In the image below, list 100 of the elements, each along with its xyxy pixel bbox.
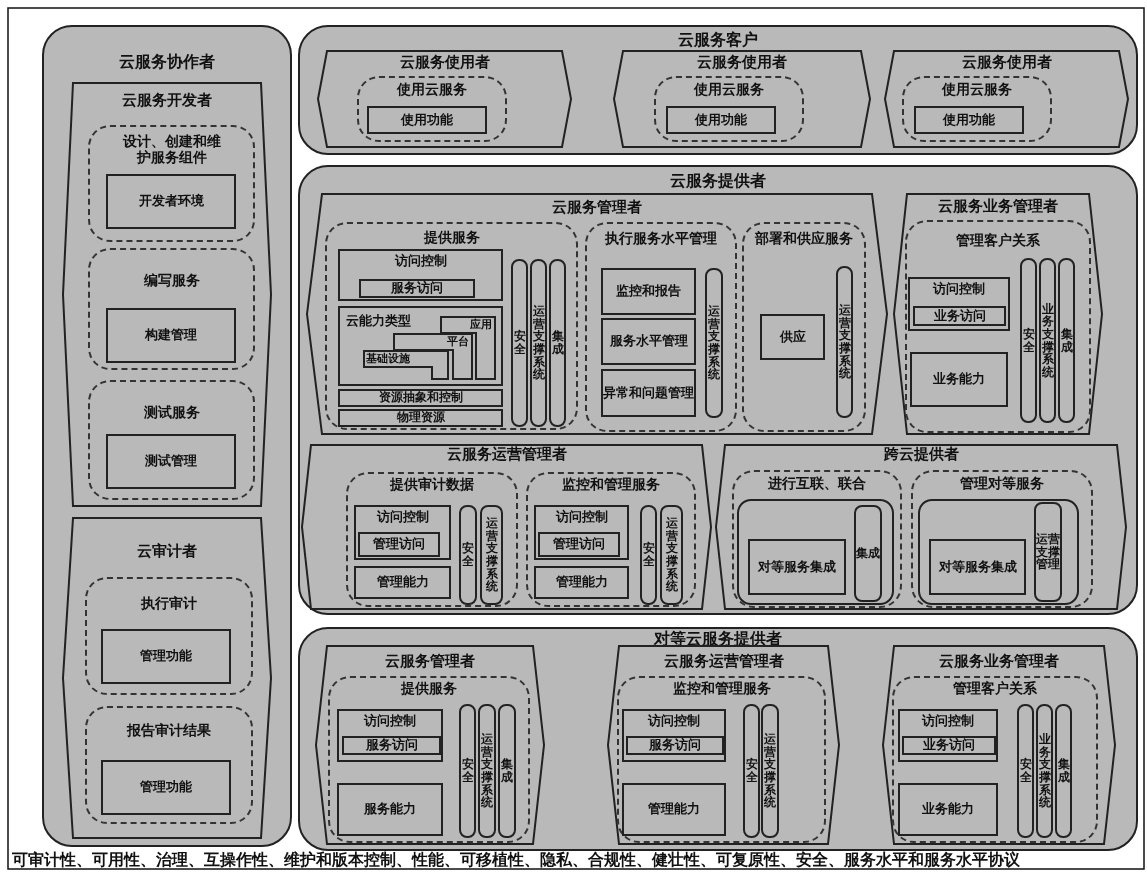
activity-area bbox=[346, 472, 518, 607]
activity-title: 管理对等服务 bbox=[959, 475, 1045, 492]
vertical-box: 集成 bbox=[549, 259, 566, 427]
component-box: 管理功能 bbox=[101, 760, 231, 815]
vertical-box: 运营支撑系统 bbox=[530, 259, 547, 427]
activity-title: 进行互联、联合 bbox=[767, 475, 867, 492]
vertical-box: 集成 bbox=[1055, 704, 1072, 838]
activity-title: 报告审计结果 bbox=[125, 722, 212, 739]
role-title: 云服务业务管理者 bbox=[938, 653, 1060, 671]
activity-area bbox=[905, 220, 1091, 433]
group-panel bbox=[298, 627, 1138, 851]
activity-title: 监控和管理服务 bbox=[561, 476, 661, 493]
component-box: 对等服务集成 bbox=[929, 539, 1026, 595]
component-box bbox=[908, 277, 1010, 331]
component-box bbox=[338, 249, 503, 301]
box-title: 访问控制 bbox=[393, 254, 448, 269]
vertical-box: 业务支撑系统 bbox=[1036, 704, 1053, 838]
vertical-box: 安全 bbox=[459, 704, 476, 838]
group-title: 云服务提供者 bbox=[669, 172, 767, 191]
activity-title: 执行审计 bbox=[140, 595, 198, 612]
component-box: 开发者环境 bbox=[106, 174, 236, 229]
activity-area bbox=[654, 76, 804, 142]
layer-title: 平台 bbox=[447, 334, 469, 349]
activity-area bbox=[892, 676, 1098, 843]
component-box: 管理功能 bbox=[101, 629, 231, 684]
box-title: 访问控制 bbox=[920, 714, 975, 729]
activity-title: 使用云服务 bbox=[941, 81, 1013, 98]
role-title: 云服务运营管理者 bbox=[445, 446, 568, 464]
component-box: 业务访问 bbox=[913, 306, 1006, 326]
role-title: 云服务管理者 bbox=[384, 653, 476, 671]
group-title: 云服务客户 bbox=[677, 31, 759, 50]
box-title: 访问控制 bbox=[931, 282, 986, 297]
component-box: 物理资源 bbox=[338, 409, 503, 427]
box-title: 云能力类型 bbox=[346, 314, 411, 329]
activity-area bbox=[88, 125, 255, 242]
role-title: 云服务开发者 bbox=[121, 92, 213, 110]
activity-title: 监控和管理服务 bbox=[671, 680, 772, 697]
activity-title: 提供服务 bbox=[422, 229, 481, 246]
activity-title: 执行服务水平管理 bbox=[604, 230, 718, 247]
vertical-box: 集成 bbox=[498, 704, 516, 838]
component-box: 监控和报告 bbox=[601, 268, 696, 315]
component-box: 资源抽象和控制 bbox=[338, 389, 503, 407]
component-box: 管理能力 bbox=[534, 566, 629, 599]
vertical-box: 集成 bbox=[854, 505, 882, 602]
activity-title: 提供审计数据 bbox=[389, 476, 475, 493]
box-title: 访问控制 bbox=[554, 510, 609, 525]
vertical-box: 运营支撑系统 bbox=[660, 505, 683, 605]
component-box: 异常和问题管理 bbox=[601, 369, 696, 417]
vertical-box: 安全 bbox=[511, 259, 528, 427]
activity-title: 管理客户关系 bbox=[955, 232, 1041, 249]
vertical-box: 运营支撑管理 bbox=[1034, 502, 1062, 602]
activity-area bbox=[328, 676, 530, 843]
footnote-text: 可审计性、可用性、治理、互操作性、维护和版本控制、性能、可移植性、隐私、合规性、健壮性、可复原性、安全、服务水平和服务水平协议 bbox=[12, 851, 1020, 869]
activity-title: 编写服务 bbox=[142, 272, 201, 289]
component-box: 供应 bbox=[760, 314, 825, 360]
component-box bbox=[898, 709, 998, 762]
activity-title: 使用云服务 bbox=[693, 81, 765, 98]
activity-area bbox=[85, 577, 253, 695]
component-box bbox=[337, 709, 443, 762]
component-box: 管理访问 bbox=[358, 532, 440, 557]
component-box: 服务访问 bbox=[342, 736, 441, 755]
role-title: 跨云提供者 bbox=[882, 446, 960, 464]
group-panel bbox=[42, 25, 292, 847]
rounded-box bbox=[918, 499, 1079, 605]
activity-area bbox=[88, 248, 255, 370]
activity-area bbox=[911, 470, 1093, 608]
role-title: 云服务使用者 bbox=[696, 54, 788, 72]
role-title: 云审计者 bbox=[136, 543, 198, 561]
vertical-box: 运营支撑系统 bbox=[761, 704, 779, 838]
activity-title: 设计、创建和维护服务组件 bbox=[121, 133, 222, 166]
role-title: 云服务业务管理者 bbox=[937, 198, 1059, 216]
activity-title: 部署和供应服务 bbox=[754, 230, 854, 247]
layer-title: 基础设施 bbox=[366, 351, 410, 366]
role-title: 云服务管理者 bbox=[551, 199, 643, 217]
component-box: 管理能力 bbox=[622, 783, 726, 836]
component-box: 管理能力 bbox=[354, 566, 451, 599]
activity-area bbox=[902, 76, 1052, 142]
group-panel bbox=[298, 165, 1138, 615]
component-box bbox=[622, 709, 726, 762]
activity-area bbox=[85, 706, 253, 824]
component-box: 服务访问 bbox=[359, 279, 475, 298]
activity-area bbox=[325, 222, 578, 430]
vertical-box: 运营支撑系统 bbox=[480, 505, 503, 605]
vertical-box: 集成 bbox=[1058, 258, 1075, 423]
component-box: 服务访问 bbox=[626, 736, 724, 755]
vertical-box: 安全 bbox=[640, 505, 657, 605]
activity-title: 管理客户关系 bbox=[952, 680, 1038, 697]
box-title: 访问控制 bbox=[646, 714, 701, 729]
component-box: 对等服务集成 bbox=[748, 539, 846, 595]
role-title: 云服务运营管理者 bbox=[662, 653, 785, 671]
vertical-box: 安全 bbox=[1017, 704, 1034, 838]
vertical-box: 安全 bbox=[459, 505, 477, 605]
component-box: 使用功能 bbox=[914, 106, 1024, 134]
group-title: 云服务协作者 bbox=[118, 53, 216, 72]
role-title: 云服务使用者 bbox=[398, 54, 491, 72]
rounded-box bbox=[737, 499, 894, 605]
component-box: 使用功能 bbox=[367, 106, 487, 134]
activity-area bbox=[585, 222, 737, 432]
activity-title: 测试服务 bbox=[142, 404, 201, 421]
layer-title: 应用 bbox=[470, 317, 492, 332]
